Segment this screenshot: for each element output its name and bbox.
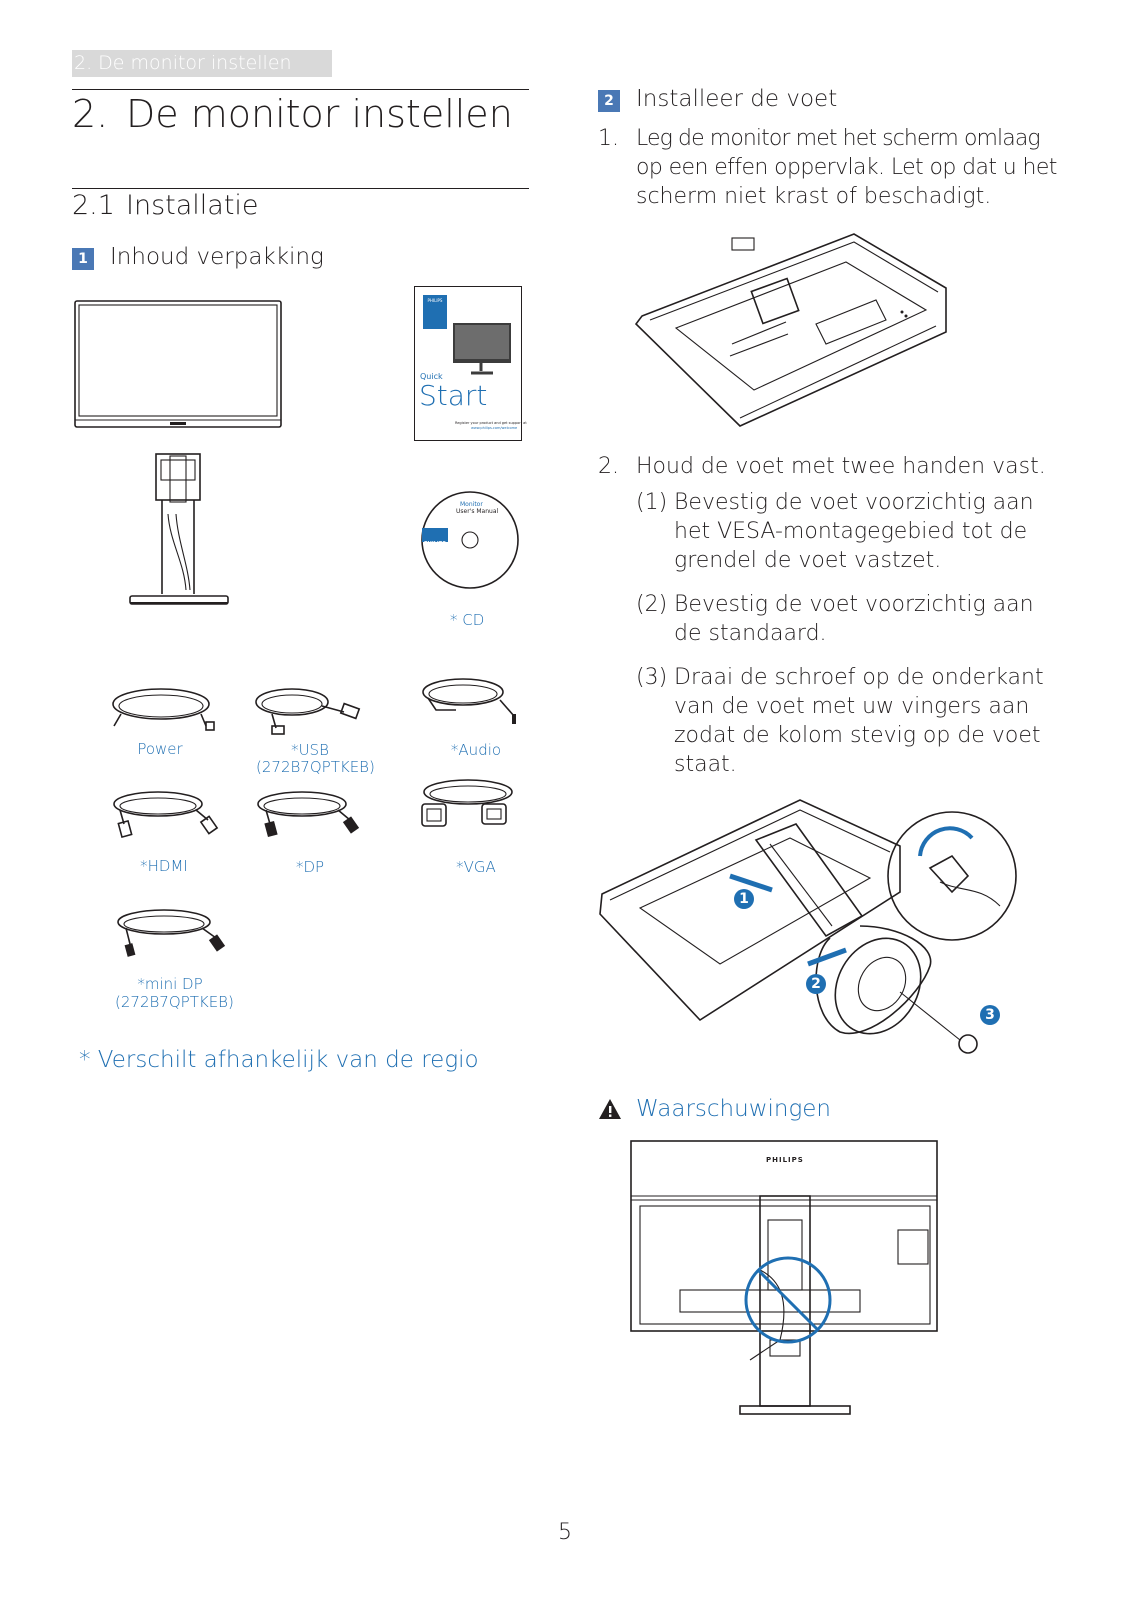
- section-number: 2.1: [72, 190, 115, 221]
- cable-caption-dp: *DP: [295, 858, 325, 876]
- step2-text: Houd de voet met twee handen vast.: [636, 454, 1046, 479]
- leaflet-quick: Quick: [420, 372, 443, 381]
- leaflet-register-2: www.philips.com/welcome: [471, 426, 518, 430]
- sub2-number: (2): [636, 592, 668, 617]
- sub2-line2: de standaard.: [674, 621, 827, 646]
- sub2-line1: Bevestig de voet voorzichtig aan: [674, 592, 1034, 617]
- callout-3: 3: [980, 1005, 1000, 1025]
- badge-1: 1: [72, 248, 94, 270]
- chapter-heading: 2. De monitor instellen: [72, 92, 513, 136]
- warning-brand: PHILIPS: [766, 1156, 804, 1164]
- step1-line3: scherm niet krast of beschadigt.: [636, 184, 992, 209]
- quick-start-leaflet: PHILIPS Quick Start Register your produc…: [414, 286, 527, 441]
- sub3-number: (3): [636, 665, 668, 690]
- section-rule: [72, 188, 529, 189]
- dp-cable-icon: [257, 791, 360, 838]
- sub1-line2: het VESA-montagegebied tot de: [674, 519, 1028, 544]
- leaflet-brand-tag: PHILIPS: [423, 295, 447, 329]
- cable-sub-usb: (272B7QPTKEB): [256, 758, 375, 776]
- cable-caption-power: Power: [137, 740, 183, 758]
- warning-title: Waarschuwingen: [636, 1096, 832, 1122]
- section-tab: 2. De monitor instellen: [72, 50, 332, 77]
- section-heading: 2.1 Installatie: [72, 190, 259, 221]
- region-note: * Verschilt afhankelijk van de regio: [79, 1047, 479, 1073]
- sub3-line1: Draai de schroef op de onderkant: [674, 665, 1044, 690]
- leaflet-monitor-photo: [453, 323, 511, 375]
- step1-line1: Leg de monitor met het scherm omlaag: [636, 126, 1041, 151]
- stand-illustration: [129, 453, 229, 605]
- badge-2: 2: [598, 90, 620, 112]
- usb-cable-icon: [255, 688, 361, 735]
- box-contents-title: Inhoud verpakking: [110, 244, 324, 270]
- vga-cable-icon: [421, 779, 513, 827]
- cable-caption-mini-dp: *mini DP: [137, 975, 203, 993]
- section-title: Installatie: [126, 190, 259, 221]
- cable-caption-audio: *Audio: [450, 741, 502, 759]
- cable-sub-mini-dp: (272B7QPTKEB): [115, 993, 234, 1011]
- sub1-line3: grendel de voet vastzet.: [674, 548, 942, 573]
- leaflet-brand: PHILIPS: [427, 298, 443, 303]
- warning-icon: [599, 1099, 621, 1119]
- mini-dp-cable-icon: [117, 909, 226, 957]
- sub1-line1: Bevestig de voet voorzichtig aan: [674, 490, 1034, 515]
- step1-number: 1.: [598, 126, 619, 151]
- monitor-front-illustration: [74, 300, 282, 428]
- monitor-face-down-illustration: [634, 233, 947, 427]
- cd-caption: * CD: [450, 611, 485, 629]
- cable-caption-hdmi: *HDMI: [140, 857, 188, 875]
- audio-cable-icon: [422, 678, 516, 724]
- page-number: 5: [558, 1520, 572, 1545]
- cd-manual-label: User's Manual: [456, 508, 499, 515]
- cd-brand: PHILIPS: [424, 541, 447, 547]
- sub3-line3: zodat de kolom stevig op de voet: [674, 723, 1041, 748]
- power-cable-icon: [112, 688, 215, 731]
- step1-line2: op een effen oppervlak. Let op dat u het: [636, 155, 1057, 180]
- base-assembly-illustration: [599, 799, 1017, 1054]
- cable-caption-vga: *VGA: [456, 858, 496, 876]
- leaflet-start: Start: [419, 379, 488, 412]
- step2-number: 2.: [598, 454, 619, 479]
- chapter-title: De monitor instellen: [126, 92, 513, 136]
- warning-illustration: [630, 1140, 938, 1415]
- leaflet-register-1: Register your product and get support at: [455, 421, 527, 425]
- chapter-number: 2.: [72, 92, 109, 136]
- callout-1: 1: [734, 889, 754, 909]
- chapter-rule: [72, 89, 529, 90]
- cd-monitor-label: Monitor: [460, 501, 483, 508]
- sub3-line2: van de voet met uw vingers aan: [674, 694, 1030, 719]
- cable-caption-usb: *USB: [291, 741, 329, 759]
- hdmi-cable-icon: [113, 791, 219, 839]
- cd-disc: [421, 491, 519, 589]
- install-base-title: Installeer de voet: [636, 86, 838, 112]
- sub3-line4: staat.: [674, 752, 737, 777]
- callout-2: 2: [806, 974, 826, 994]
- sub1-number: (1): [636, 490, 668, 515]
